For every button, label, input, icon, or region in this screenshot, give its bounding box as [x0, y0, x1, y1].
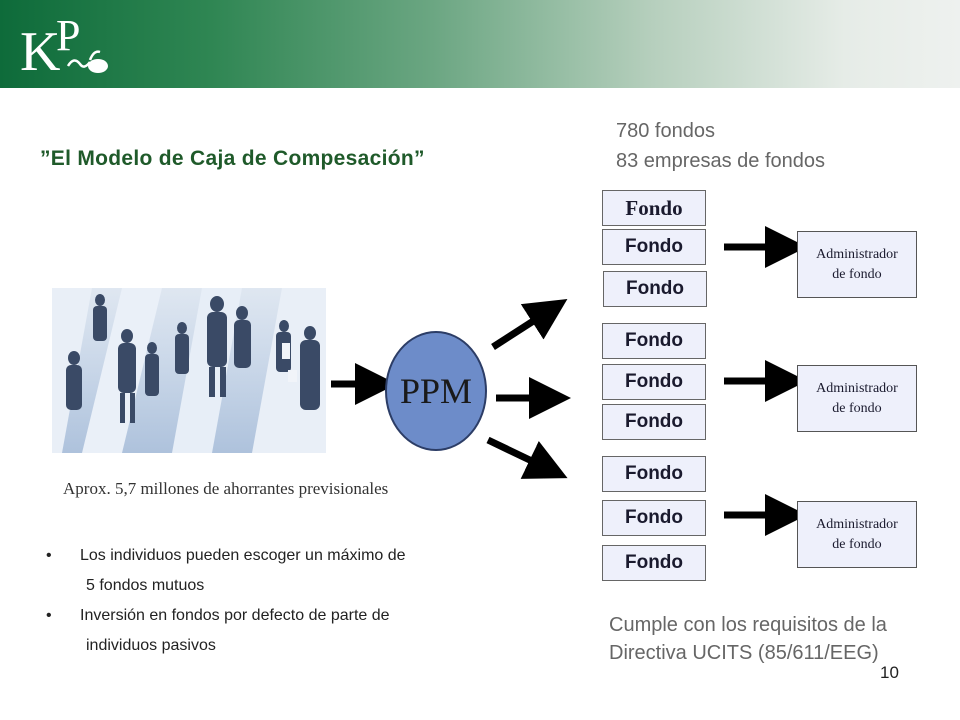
arrow-icon	[486, 436, 568, 479]
fund-administrator-box: Administrador de fondo	[797, 501, 917, 568]
admin-label: Administrador	[816, 380, 898, 396]
fund-box: Fondo	[602, 500, 706, 536]
savers-crowd-photo	[52, 288, 326, 453]
fund-box: Fondo	[603, 271, 707, 307]
arrow-icon	[491, 299, 568, 350]
fund-box: Fondo	[602, 364, 706, 400]
bullet-marker: •	[46, 547, 52, 564]
slide-title: ”El Modelo de Caja de Compesación”	[40, 147, 425, 170]
bullet-text: individuos pasivos	[86, 637, 216, 654]
fund-box: Fondo	[602, 229, 706, 265]
fund-box: Fondo	[602, 404, 706, 440]
kp-logo-icon: K P	[20, 11, 108, 80]
admin-label: de fondo	[832, 266, 882, 282]
admin-label: Administrador	[816, 516, 898, 532]
fund-box: Fondo	[602, 456, 706, 492]
ppm-node: PPM	[385, 331, 487, 451]
fund-company-count: 83 empresas de fondos	[616, 150, 826, 172]
compliance-line: Cumple con los requisitos de la	[609, 614, 887, 636]
bullet-marker: •	[46, 607, 52, 624]
header-banner: K P	[0, 0, 960, 88]
bullet-text: Los individuos pueden escoger un máximo …	[80, 547, 406, 564]
fund-box: Fondo	[602, 190, 706, 226]
svg-text:P: P	[56, 11, 80, 60]
fund-count: 780 fondos	[616, 120, 715, 142]
fund-administrator-box: Administrador de fondo	[797, 365, 917, 432]
fund-administrator-box: Administrador de fondo	[797, 231, 917, 298]
savers-caption: Aprox. 5,7 millones de ahorrantes previs…	[63, 479, 389, 498]
compliance-line: Directiva UCITS (85/611/EEG)	[609, 642, 879, 664]
bullet-text: 5 fondos mutuos	[86, 577, 205, 594]
admin-label: Administrador	[816, 246, 898, 262]
fund-box: Fondo	[602, 545, 706, 581]
admin-label: de fondo	[832, 400, 882, 416]
svg-text:K: K	[20, 21, 60, 80]
fund-box: Fondo	[602, 323, 706, 359]
bullet-text: Inversión en fondos por defecto de parte…	[80, 607, 390, 624]
ucits-compliance-note: Cumple con los requisitos de la Directiv…	[609, 611, 887, 667]
page-number: 10	[880, 663, 899, 682]
admin-label: de fondo	[832, 536, 882, 552]
